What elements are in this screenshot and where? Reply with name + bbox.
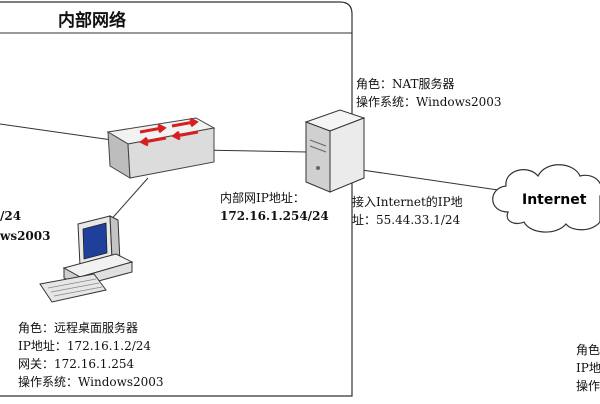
nat-role-label: 角色：NAT服务器 (356, 77, 455, 91)
nat-internal-ip-value: 172.16.1.254/24 (220, 209, 329, 223)
link-server-cloud (361, 169, 499, 191)
internal-network-boundary (0, 1, 353, 397)
rdp-gateway-label: 网关：172.16.1.254 (18, 357, 135, 371)
internet-cloud-label: Internet (522, 192, 587, 208)
rdp-os-label: 操作系统：Windows2003 (18, 375, 164, 389)
left-partial-line1: /24 (0, 209, 22, 223)
rdp-ip-label: IP地址：172.16.1.2/24 (18, 339, 152, 353)
nat-os-label: 操作系统：Windows2003 (356, 95, 502, 109)
link-switch-server (197, 149, 309, 153)
nat-server-icon (304, 109, 366, 193)
nat-internal-ip-label: 内部网IP地址： (220, 191, 305, 205)
right-partial-line3: 操作 (576, 379, 600, 393)
nat-internet-ip-line1: 接入Internet的IP地 (352, 195, 463, 209)
left-partial-line2: ws2003 (0, 229, 51, 243)
right-partial-line1: 角色 (576, 343, 600, 357)
nat-internet-ip-line2: 址：55.44.33.1/24 (352, 213, 461, 227)
internet-cloud-icon (492, 164, 600, 233)
link-left-switch (0, 123, 113, 141)
right-partial-line2: IP地址 (576, 361, 600, 375)
switch-icon (106, 117, 216, 179)
diagram-title: 内部网络 (58, 11, 126, 31)
rdp-role-label: 角色：远程桌面服务器 (18, 321, 139, 335)
desktop-pc-icon (39, 215, 134, 303)
